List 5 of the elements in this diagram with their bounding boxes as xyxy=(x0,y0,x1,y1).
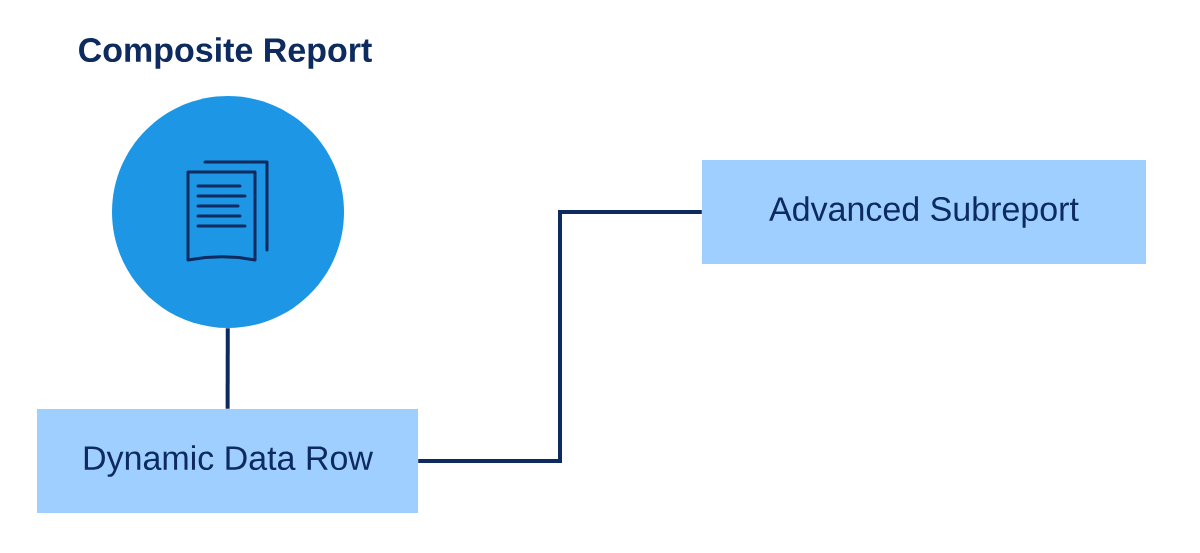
connector-line xyxy=(225,328,230,409)
heading: Composite Report xyxy=(79,37,372,69)
connector-line xyxy=(418,210,702,463)
process-box: Dynamic Data Row xyxy=(37,409,418,513)
process-box: Advanced Subreport xyxy=(702,160,1146,264)
